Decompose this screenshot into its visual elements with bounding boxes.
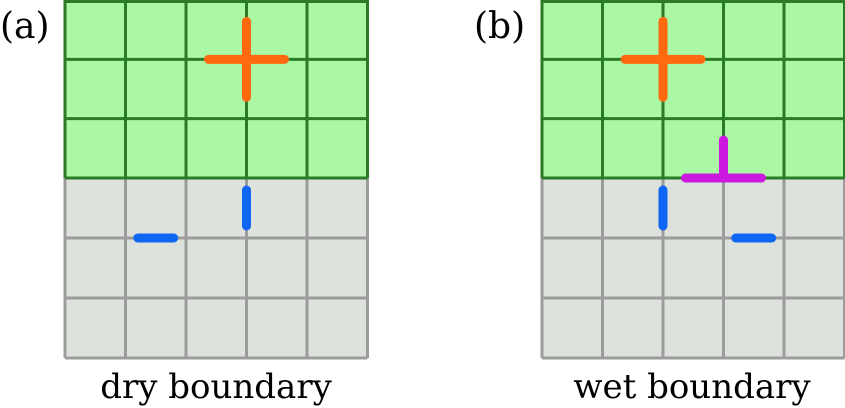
boundary-region: [65, 178, 368, 358]
panel-b: [540, 0, 845, 360]
bulk-region: [542, 0, 845, 178]
panel-a: [63, 0, 369, 360]
bulk-region: [65, 0, 368, 178]
boundary-region: [542, 178, 845, 358]
panel-a-operators: [133, 16, 289, 243]
panel-b-grid: [540, 0, 845, 360]
panel-b-operators: [620, 16, 777, 243]
panel-a-caption: dry boundary: [100, 367, 332, 407]
panel-b-caption: wet boundary: [573, 367, 811, 407]
panel-a-grid: [63, 0, 369, 360]
panel-a-tag: (a): [0, 6, 50, 47]
panel-b-tag: (b): [474, 6, 525, 47]
